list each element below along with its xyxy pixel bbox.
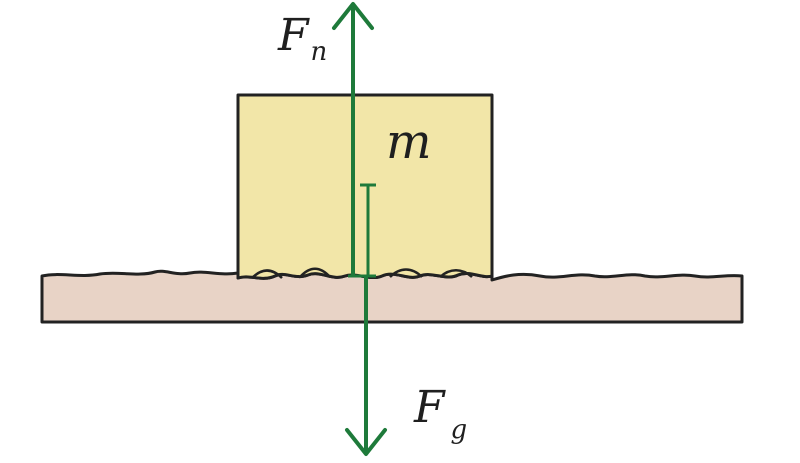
- gravity-force-subscript: g: [450, 415, 468, 445]
- contact-roughness: [251, 267, 473, 279]
- normal-force-subscript: n: [310, 37, 328, 67]
- gravity-force-symbol: F: [414, 382, 445, 433]
- mass-block: [236, 93, 494, 280]
- ground-surface: [40, 269, 744, 324]
- mass-label: m: [386, 118, 432, 166]
- normal-force-label: Fn: [278, 14, 327, 66]
- gravity-force-arrow-head: [345, 428, 387, 456]
- normal-force-arrow-head: [332, 2, 374, 30]
- mass-symbol: m: [386, 114, 432, 170]
- normal-force-symbol: F: [278, 10, 309, 61]
